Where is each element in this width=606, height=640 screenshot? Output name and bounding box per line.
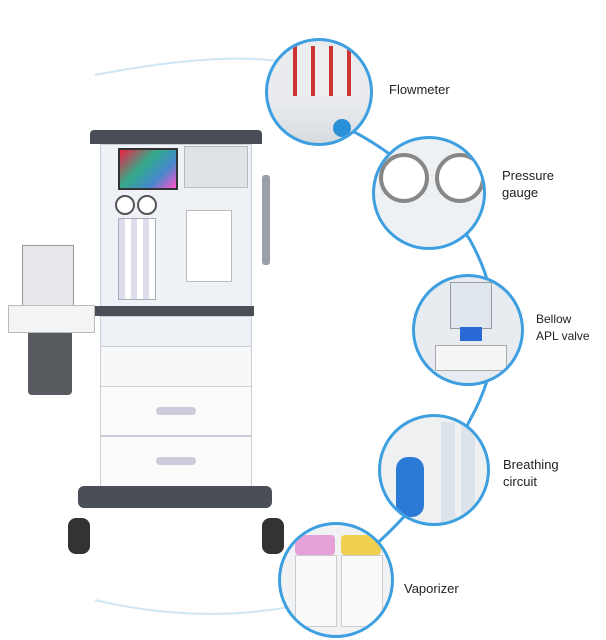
work-surface bbox=[94, 306, 254, 316]
pressure-gauge-label: Pressure gauge bbox=[502, 167, 554, 201]
port-panel bbox=[100, 316, 252, 348]
side-handle bbox=[262, 175, 270, 265]
drawer-1 bbox=[100, 386, 252, 436]
anesthesia-machine bbox=[0, 0, 290, 640]
label-line: Pressure bbox=[502, 168, 555, 183]
caster-wheel bbox=[68, 518, 90, 554]
pressure-gauge-detail-circle bbox=[372, 136, 486, 250]
label-line: APL valve bbox=[536, 329, 590, 343]
label-line: circuit bbox=[503, 474, 537, 489]
absorber bbox=[22, 245, 74, 307]
breathing-circuit-detail-circle bbox=[378, 414, 490, 526]
breathing-block bbox=[8, 305, 95, 333]
label-line: Breathing bbox=[503, 457, 559, 472]
bellow-unit bbox=[186, 210, 232, 282]
vaporizer-detail-circle bbox=[278, 522, 394, 638]
bellow-apl-label: Bellow APL valve bbox=[536, 311, 590, 345]
label-line: Bellow bbox=[536, 312, 572, 326]
control-panel bbox=[184, 146, 248, 188]
flowmeter-tubes bbox=[118, 218, 156, 300]
machine-top-cap bbox=[90, 130, 262, 144]
flowmeter-label: Flowmeter bbox=[389, 82, 450, 97]
pressure-gauges bbox=[115, 195, 157, 215]
breathing-circuit-label: Breathing circuit bbox=[503, 456, 559, 490]
drawer-2 bbox=[100, 436, 252, 488]
monitor-screen bbox=[118, 148, 178, 190]
label-line: gauge bbox=[502, 185, 539, 200]
caster-wheel bbox=[262, 518, 284, 554]
co2-canister bbox=[28, 330, 72, 395]
shelf-area bbox=[100, 346, 252, 388]
bellow-apl-detail-circle bbox=[412, 274, 524, 386]
vaporizer-label: Vaporizer bbox=[404, 581, 459, 596]
machine-base bbox=[78, 486, 272, 508]
flowmeter-detail-circle bbox=[265, 38, 373, 146]
